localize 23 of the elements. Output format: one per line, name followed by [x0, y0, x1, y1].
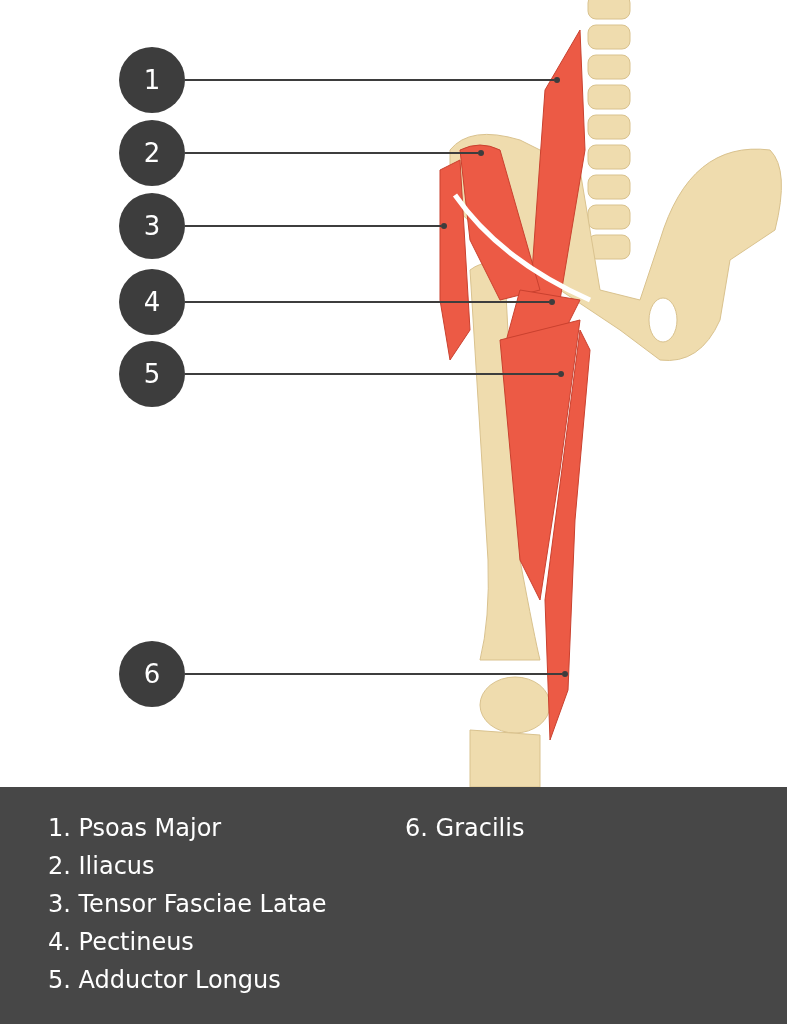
- leader-line: [184, 301, 550, 303]
- leader-dot: [558, 371, 564, 377]
- legend-text: 1. Psoas Major: [48, 813, 222, 843]
- callout-number: 3: [119, 193, 185, 259]
- callout-number: 5: [119, 341, 185, 407]
- legend-text: 6. Gracilis: [405, 813, 525, 843]
- legend-text: 4. Pectineus: [48, 927, 194, 957]
- leader-line: [184, 225, 442, 227]
- callout-number: 1: [119, 47, 185, 113]
- leader-line: [184, 673, 563, 675]
- callout-number: 4: [119, 269, 185, 335]
- leader-line: [184, 79, 555, 81]
- legend-text: 3. Tensor Fasciae Latae: [48, 889, 327, 919]
- leader-dot: [478, 150, 484, 156]
- leader-dot: [441, 223, 447, 229]
- callout-number: 6: [119, 641, 185, 707]
- legend-text: 5. Adductor Longus: [48, 965, 281, 995]
- callout-number: 2: [119, 120, 185, 186]
- leader-dot: [562, 671, 568, 677]
- legend-text: 2. Iliacus: [48, 851, 155, 881]
- leader-dot: [549, 299, 555, 305]
- leader-line: [184, 373, 559, 375]
- leader-dot: [554, 77, 560, 83]
